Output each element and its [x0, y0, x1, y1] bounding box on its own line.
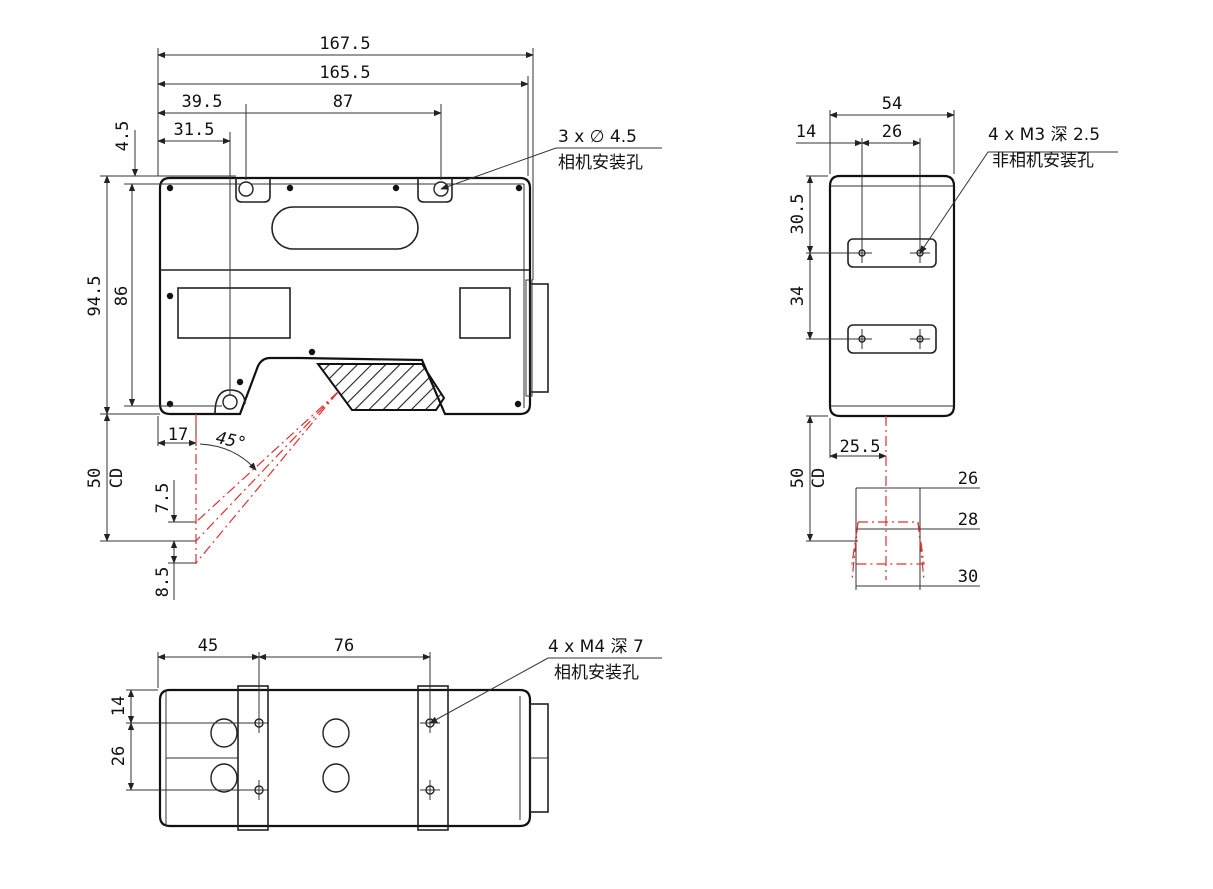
side-holes: [852, 243, 930, 349]
screw-icon: [166, 292, 174, 300]
side-extension-lines: [806, 110, 980, 590]
front-callout-leader: [440, 147, 662, 190]
dim-bottom-top-offset: 14: [109, 696, 129, 716]
side-laser-beams: [851, 416, 925, 581]
front-window-left: [177, 287, 291, 339]
front-mount-hole-bottom: [222, 394, 238, 410]
bottom-view: 45 76 14 26 4 x M4 深 7 相机安装孔: [109, 636, 662, 831]
screw-icon: [308, 348, 316, 356]
front-callout-note: 相机安装孔: [558, 153, 643, 173]
port-icon: [210, 763, 238, 793]
dim-side-cd-label: CD: [809, 468, 829, 488]
bottom-callout-leader: [429, 657, 662, 724]
front-connector: [529, 283, 549, 393]
dim-side-vertical-spacing: 34: [788, 286, 808, 306]
front-laser-emitter: [316, 363, 446, 411]
side-callout-spec: 4 x M3 深 2.5: [988, 125, 1100, 145]
bottom-dimension-lines: [127, 653, 431, 791]
front-laser-beams: [195, 391, 339, 566]
dim-side-beam-offset: 25.5: [840, 437, 881, 457]
front-mount-hole-left: [238, 181, 254, 197]
side-body-outline: [828, 174, 956, 418]
side-callout-leader: [919, 151, 1118, 254]
dim-range-far: 8.5: [153, 567, 173, 598]
dim-side-cd-value: 50: [788, 468, 808, 488]
screw-icon: [166, 184, 174, 192]
side-callout-note: 非相机安装孔: [992, 151, 1094, 171]
front-body-outline: [158, 176, 532, 416]
dim-side-fov-near: 26: [958, 469, 978, 489]
front-extension-lines: [100, 48, 534, 564]
bottom-extension-lines: [126, 652, 431, 791]
dim-overall-height: 94.5: [85, 276, 105, 317]
dim-side-fov-mid: 28: [958, 510, 978, 530]
front-dimension-lines: [103, 51, 534, 600]
dim-hole-left-offset: 39.5: [182, 92, 223, 112]
port-icon: [210, 718, 238, 748]
port-icon: [322, 718, 350, 748]
screw-icon: [515, 184, 523, 192]
port-icon: [322, 763, 350, 793]
dim-cd-value: 50: [85, 468, 105, 488]
front-screws: [166, 184, 523, 408]
bottom-callout-spec: 4 x M4 深 7: [548, 637, 644, 657]
dim-top-offset: 4.5: [113, 121, 133, 152]
front-window-right: [459, 287, 511, 339]
dim-bottom-left-offset: 45: [198, 636, 218, 656]
screw-icon: [236, 378, 244, 386]
screw-icon: [286, 184, 294, 192]
dim-bottom-hole-spacing: 76: [334, 636, 354, 656]
side-view: 54 14 26 30.5 34 25.5 50 CD 26 28 30 4 x…: [788, 94, 1118, 590]
dim-body-width: 165.5: [319, 63, 370, 83]
front-callout-spec: 3 x ∅ 4.5: [558, 127, 637, 147]
dim-lower-hole-offset: 31.5: [174, 120, 215, 140]
bottom-callout-note: 相机安装孔: [554, 663, 639, 683]
dim-laser-offset: 17: [168, 425, 188, 445]
front-mount-tab-right: [417, 178, 453, 203]
dim-side-width: 54: [882, 94, 902, 114]
dim-hole-height: 86: [112, 286, 132, 306]
side-dimension-lines: [796, 111, 955, 542]
dim-overall-width: 167.5: [319, 34, 370, 54]
dim-angle: 45°: [214, 428, 248, 454]
dim-bottom-vertical-spacing: 26: [109, 746, 129, 766]
front-mount-tab-left: [235, 178, 271, 203]
bottom-mount-bracket-right: [417, 685, 449, 831]
screw-icon: [392, 184, 400, 192]
screw-icon: [514, 400, 522, 408]
dim-hole-spacing: 87: [333, 92, 353, 112]
dim-side-left-offset: 14: [796, 122, 816, 142]
dim-side-hole-spacing: 26: [882, 122, 902, 142]
front-view: 167.5 165.5 39.5 87 31.5 4.5 94.5 86 17 …: [85, 34, 662, 600]
dim-side-fov-far: 30: [958, 567, 978, 587]
bottom-body-outline: [158, 688, 532, 828]
dim-side-upper-offset: 30.5: [788, 194, 808, 235]
front-connector-lip: [525, 279, 533, 397]
dim-range-near: 7.5: [153, 483, 173, 514]
bottom-mount-bracket-left: [237, 685, 269, 831]
front-top-slot: [271, 206, 419, 250]
bottom-large-holes: [210, 718, 350, 793]
dim-cd-label: CD: [107, 468, 127, 488]
